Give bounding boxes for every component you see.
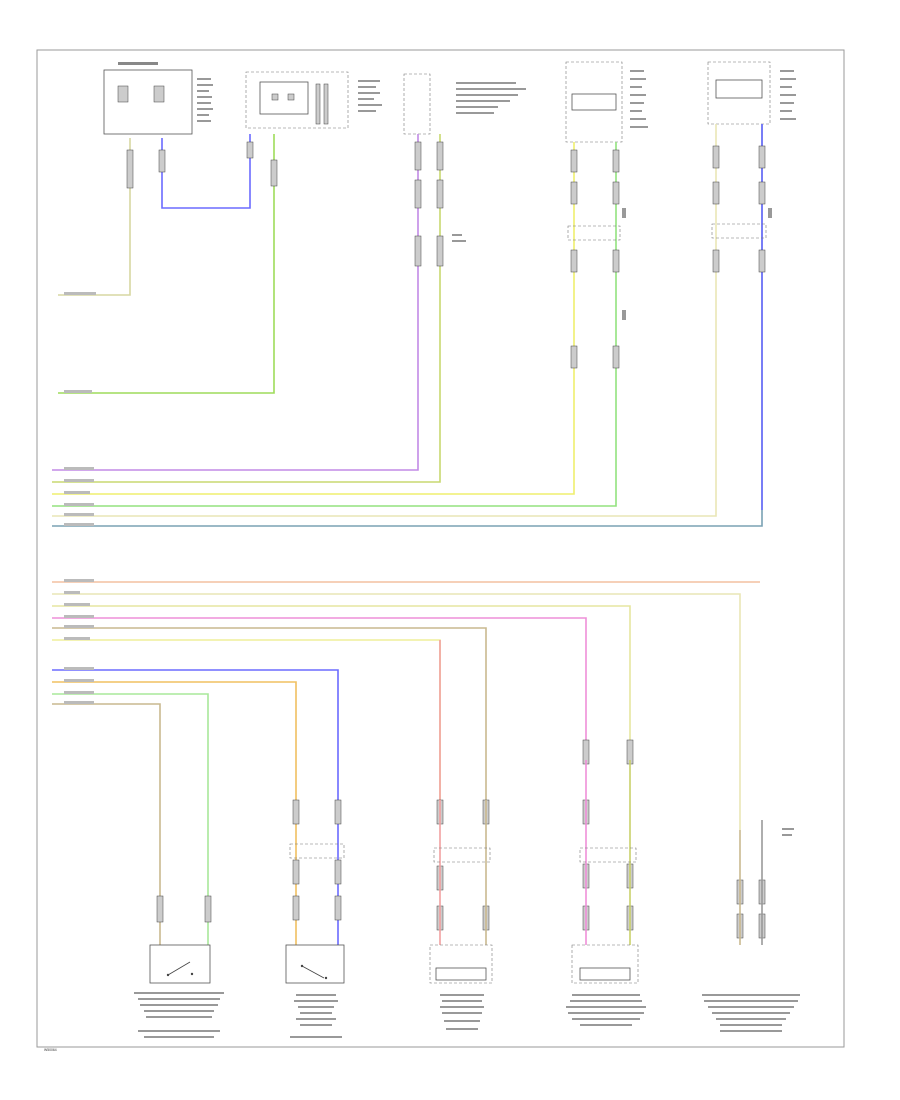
wire-yel-b xyxy=(52,639,441,800)
wire-grn xyxy=(52,142,617,507)
small-tags xyxy=(452,208,794,836)
wire-gry-blk xyxy=(52,627,487,800)
diagram-id: W50064 xyxy=(44,1048,57,1052)
wire-blu-loop xyxy=(161,134,251,209)
top-center-module xyxy=(403,73,526,135)
wire-yel-grn-b xyxy=(52,605,631,760)
top-connector-ticks xyxy=(126,141,766,369)
wire-gry-b xyxy=(52,703,161,945)
bottom-connector-ticks xyxy=(156,739,766,939)
splice-box-5 xyxy=(579,847,637,863)
bottom-switch-2 xyxy=(285,944,345,1038)
wire-wht-yel-b xyxy=(52,593,741,830)
bottom-switch-1 xyxy=(134,944,224,1038)
bottom-module-5 xyxy=(702,994,800,1032)
bottom-module-3 xyxy=(429,944,493,1030)
top-wires xyxy=(52,124,763,527)
bottom-module-4 xyxy=(566,944,646,1026)
splice-box-1 xyxy=(567,225,621,241)
bottom-line-labels xyxy=(64,579,94,704)
wire-blu-b xyxy=(52,669,339,945)
splice-box-3 xyxy=(289,843,345,859)
top-junction-module xyxy=(245,71,382,129)
top-left-module xyxy=(103,62,213,135)
splice-box-4 xyxy=(433,847,491,863)
diagram-frame xyxy=(36,49,845,1048)
top-right-module-1 xyxy=(565,61,648,143)
wire-grn-b xyxy=(52,693,209,945)
wire-pnk xyxy=(52,617,587,760)
top-line-labels xyxy=(64,292,96,526)
top-right-module-2 xyxy=(707,61,796,125)
wire-grn-blk xyxy=(52,134,441,483)
wire-vio-blk xyxy=(52,134,419,471)
wire-blu-gry xyxy=(52,124,763,527)
wire-grn-blu xyxy=(58,134,275,394)
bottom-wire-drops xyxy=(439,760,763,945)
splice-box-2 xyxy=(711,223,767,239)
wire-org-b xyxy=(52,681,297,945)
bottom-wires xyxy=(52,581,760,945)
wire-yel-blk-1 xyxy=(58,138,131,296)
